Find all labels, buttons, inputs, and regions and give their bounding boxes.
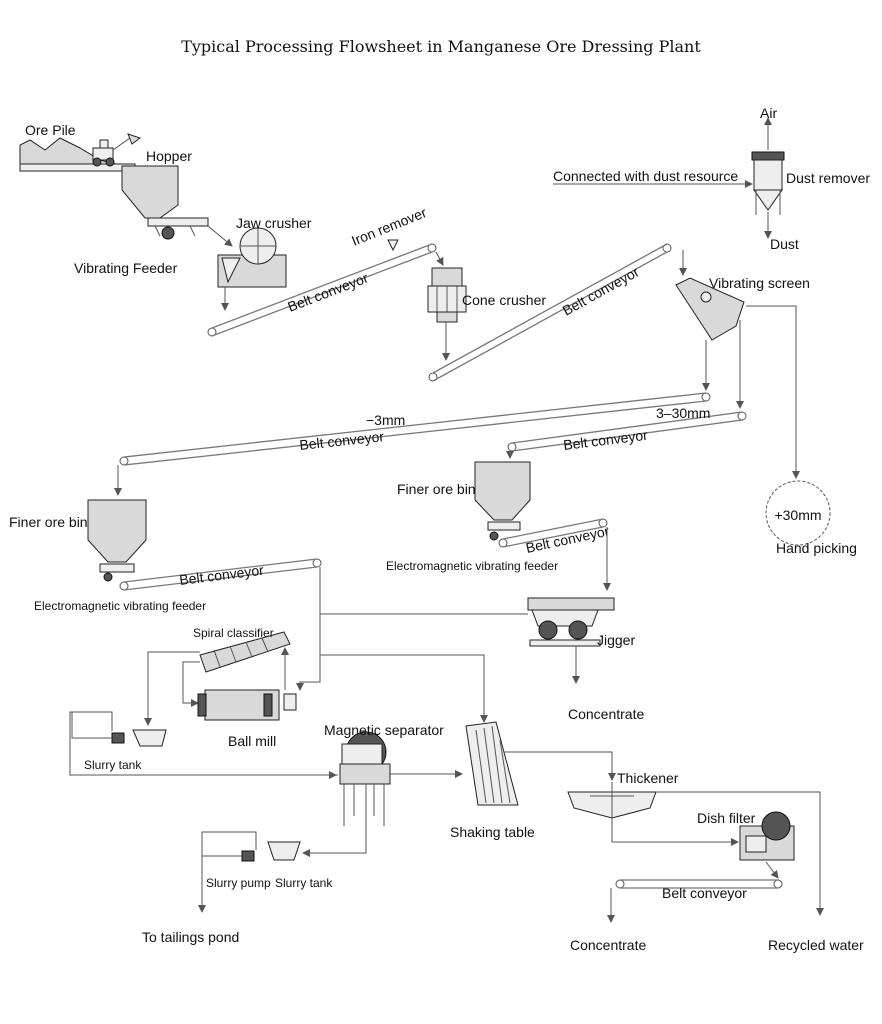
- concentrate-jigger-label: Concentrate: [568, 706, 644, 722]
- belt-conveyor-label-6: Belt conveyor: [178, 562, 264, 588]
- recycled-water-label: Recycled water: [768, 937, 864, 953]
- cone-crusher-label: Cone crusher: [462, 292, 546, 308]
- slurry-tank-1-label: Slurry tank: [84, 758, 142, 772]
- connected-dust-label: Connected with dust resource: [553, 168, 738, 184]
- em-feeder-right-label: Electromagnetic vibrating feeder: [386, 559, 558, 573]
- finer-ore-bin-left-icon: [87, 499, 147, 582]
- slurry-tank-2-icon: [241, 841, 301, 862]
- belt-conveyor-7: [615, 879, 783, 889]
- ore-pile-icon: [19, 137, 136, 172]
- ball-mill-icon: [197, 689, 297, 721]
- belt-conveyor-1: [207, 243, 437, 337]
- vibrating-screen-label: Vibrating screen: [709, 275, 810, 291]
- tailings-pond-label: To tailings pond: [142, 929, 239, 945]
- vibrating-feeder-icon: [147, 217, 209, 240]
- concentrate-final-label: Concentrate: [570, 937, 646, 953]
- belt-conveyor-5: [498, 518, 608, 548]
- hopper-label: Hopper: [146, 148, 192, 164]
- dish-filter-label: Dish filter: [697, 810, 756, 826]
- dust-remover-icon: [751, 151, 785, 215]
- minus-3mm-label: −3mm: [366, 412, 405, 428]
- slurry-pump-label: Slurry pump: [206, 876, 271, 890]
- hand-picking-circle: [765, 480, 831, 546]
- thickener-icon: [567, 782, 657, 819]
- finer-ore-bin-left-label: Finer ore bin: [9, 514, 88, 530]
- belt-conveyor-3: [119, 392, 711, 466]
- plus-30mm-label: +30mm: [774, 507, 821, 523]
- air-label: Air: [760, 105, 777, 121]
- spiral-classifier-icon: [199, 631, 291, 673]
- cone-crusher-icon: [427, 267, 467, 323]
- magnetic-separator-label: Magnetic separator: [324, 722, 444, 738]
- vibrating-feeder-label: Vibrating Feeder: [74, 260, 178, 276]
- belt-conveyor-label-3: Belt conveyor: [299, 428, 385, 453]
- diagram-title: Typical Processing Flowsheet in Manganes…: [181, 37, 701, 56]
- belt-conveyor-6: [119, 558, 322, 591]
- iron-remover-icon: [387, 239, 399, 252]
- belt-conveyor-label-5: Belt conveyor: [524, 523, 611, 556]
- jigger-icon: [527, 597, 615, 647]
- slurry-tank-1-icon: [111, 729, 167, 747]
- belt-conveyor-label-7: Belt conveyor: [662, 885, 747, 901]
- jaw-crusher-icon: [217, 227, 287, 288]
- spiral-classifier-label: Spiral classifier: [193, 626, 274, 640]
- shaking-table-icon: [465, 721, 519, 806]
- dish-filter-icon: [739, 811, 795, 861]
- hopper-icon: [121, 165, 179, 219]
- finer-ore-bin-right-label: Finer ore bin: [397, 481, 476, 497]
- slurry-tank-2-label: Slurry tank: [275, 876, 333, 890]
- ball-mill-label: Ball mill: [228, 733, 276, 749]
- belt-conveyor-2: [428, 243, 672, 382]
- finer-ore-bin-right-icon: [474, 461, 531, 541]
- dust-remover-label: Dust remover: [786, 170, 870, 186]
- em-feeder-left-label: Electromagnetic vibrating feeder: [34, 599, 206, 613]
- vibrating-screen-icon: [675, 277, 745, 341]
- belt-conveyor-4: [507, 411, 747, 452]
- jaw-crusher-label: Jaw crusher: [236, 215, 312, 231]
- thickener-label: Thickener: [617, 770, 679, 786]
- size-3-30-label: 3–30mm: [656, 405, 710, 421]
- belt-conveyor-label-1: Belt conveyor: [285, 269, 370, 314]
- ore-pile-label: Ore Pile: [25, 122, 76, 138]
- belt-conveyor-label-2: Belt conveyor: [560, 263, 642, 318]
- shaking-table-label: Shaking table: [450, 824, 535, 840]
- hand-picking-label: Hand picking: [776, 540, 857, 556]
- jigger-label: Jigger: [597, 632, 635, 648]
- dust-label: Dust: [770, 236, 799, 252]
- loader-icon: [92, 133, 142, 167]
- magnetic-separator-icon: [339, 731, 391, 826]
